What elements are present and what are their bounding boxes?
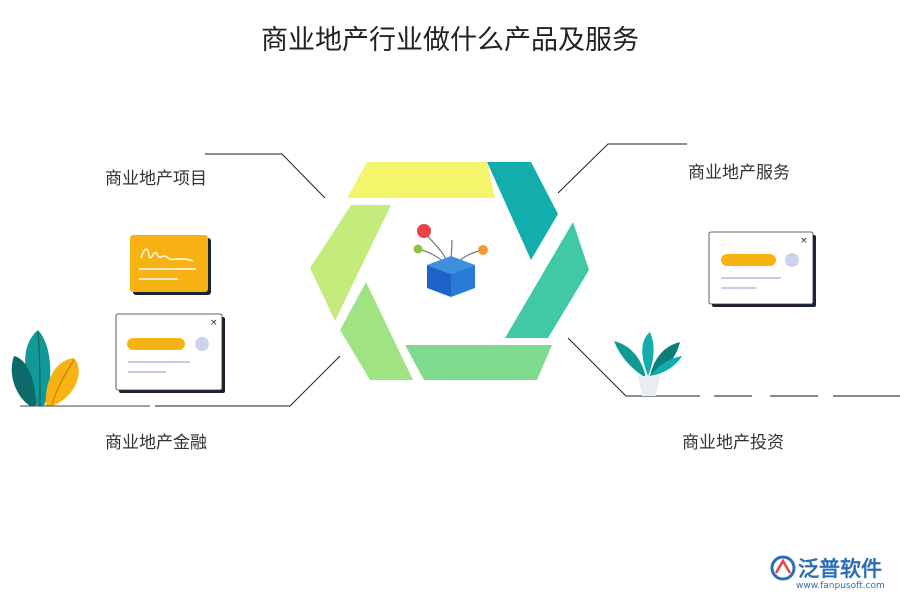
svg-text:×: × xyxy=(800,236,808,246)
potted-plant-right-icon xyxy=(614,332,682,396)
hex-segment-right xyxy=(505,222,589,338)
label-commercial-property-finance: 商业地产金融 xyxy=(105,433,207,453)
label-commercial-property-services: 商业地产服务 xyxy=(688,163,790,183)
signature-card-icon xyxy=(130,235,211,295)
connector-top-left xyxy=(205,153,326,199)
connector-bottom-left xyxy=(155,355,341,407)
dialog-card-right-icon: × xyxy=(708,231,816,307)
hexagon-cycle xyxy=(310,162,589,380)
page-title: 商业地产行业做什么产品及服务 xyxy=(261,25,639,56)
connector-bottom-right xyxy=(567,337,700,397)
hex-segment-top xyxy=(347,162,495,198)
label-commercial-property-projects: 商业地产项目 xyxy=(105,169,207,189)
box-network-icon xyxy=(413,224,488,297)
hex-segment-bottom-left xyxy=(340,282,413,380)
label-commercial-property-investment: 商业地产投资 xyxy=(682,433,784,453)
hex-segment-left xyxy=(310,205,391,321)
leaf-plant-left-icon xyxy=(11,330,150,407)
brand-logo-icon xyxy=(770,555,796,581)
svg-text:×: × xyxy=(210,318,218,328)
connector-top-right xyxy=(557,143,687,194)
brand-name: 泛普软件 xyxy=(798,557,882,581)
brand-url: www.fanpusoft.com xyxy=(796,581,885,591)
hex-segment-top-right xyxy=(487,162,558,260)
dialog-card-left-icon: × xyxy=(115,313,225,393)
brand-watermark: 泛普软件 www.fanpusoft.com xyxy=(770,553,895,595)
hex-segment-bottom xyxy=(405,345,552,380)
